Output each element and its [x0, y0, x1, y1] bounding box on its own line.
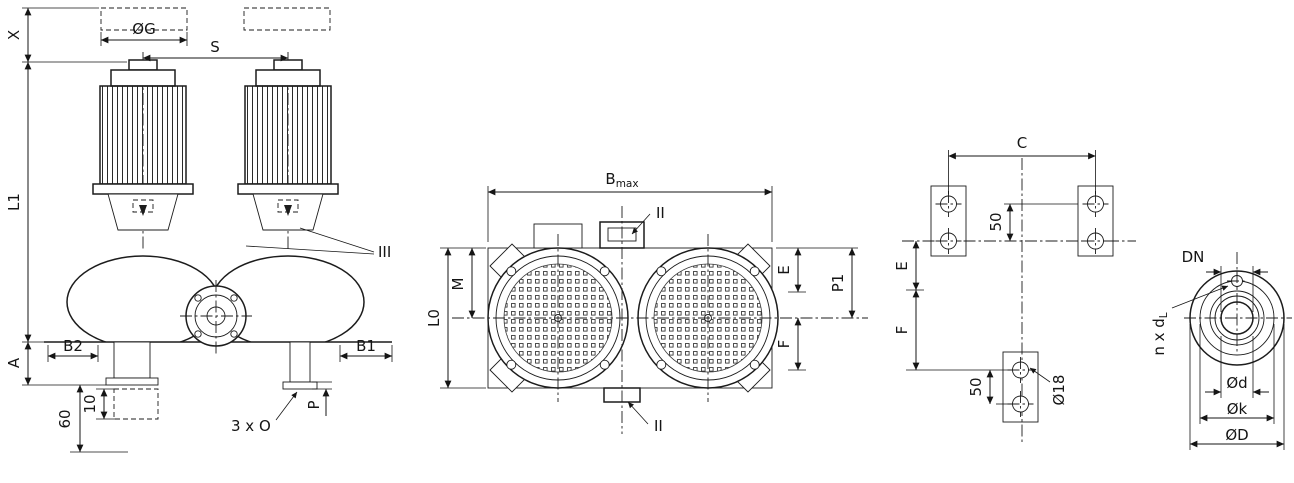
dim-c: C — [948, 134, 1096, 194]
dim-o18: Ø18 — [1029, 367, 1068, 406]
dim-label-f-plan: F — [775, 340, 793, 349]
dim-label-e-foundation: E — [893, 261, 911, 270]
dim-label-b1: B1 — [356, 337, 376, 355]
bolt-hole — [935, 190, 962, 218]
foundation-block-dashed — [113, 388, 159, 420]
dim-label-50-top: 50 — [987, 212, 1005, 231]
center-flange — [180, 280, 252, 354]
dim-e-plan: E — [775, 247, 858, 293]
dim-f-foundation: F — [893, 289, 1012, 371]
dim-l1: L1 — [5, 61, 44, 343]
dim-f-plan: F — [775, 317, 806, 371]
dim-og: ØG — [100, 20, 188, 46]
dim-label-c: C — [1017, 134, 1027, 152]
dim-x: X — [5, 7, 127, 63]
dim-b1: B1 — [339, 337, 393, 362]
dim-od-big: ØD — [1189, 324, 1285, 450]
dim-label-bmax-sub: max — [616, 178, 639, 190]
dim-10: 10 — [81, 388, 116, 420]
dim-label-od-big: ØD — [1225, 426, 1248, 444]
dim-label-bmax: Bmax — [605, 170, 638, 190]
drain-pipe — [289, 341, 311, 383]
dim-p: P — [305, 381, 332, 416]
dim-s: S — [142, 38, 289, 62]
dim-label-10: 10 — [81, 394, 99, 413]
suction-pipe — [113, 341, 151, 379]
suction-flange — [105, 377, 159, 386]
callout-ii-bottom: II — [627, 401, 663, 435]
view-flange: DN n x dL Ød Øk ØD — [1150, 248, 1292, 450]
pump-casings — [66, 255, 365, 342]
motor-right — [237, 59, 339, 231]
callout-label-iii: III — [378, 243, 391, 261]
dim-label-e-plan: E — [775, 265, 793, 274]
bolt-hole — [1082, 227, 1109, 255]
dim-label-ok: Øk — [1227, 400, 1248, 418]
dim-label-o18: Ø18 — [1050, 375, 1068, 406]
dim-ok: Øk — [1199, 324, 1275, 424]
dim-label-x: X — [5, 30, 23, 40]
dim-m: M — [449, 247, 476, 319]
dim-label-od-small: Ød — [1226, 374, 1247, 392]
bolt-hole — [1082, 190, 1109, 218]
dim-nxdl: n x dL — [1150, 285, 1229, 356]
dim-50-top: 50 — [987, 203, 1078, 242]
dim-l0: L0 — [425, 247, 486, 389]
dim-label-60: 60 — [56, 409, 74, 428]
motor-left — [92, 59, 194, 231]
dim-label-nxdl-sub: L — [1158, 312, 1170, 318]
dim-bmax: Bmax — [487, 170, 773, 242]
dim-e-foundation: E — [893, 240, 924, 291]
dim-label-og: ØG — [132, 20, 155, 38]
motor-variant-outline-left — [100, 7, 188, 31]
callout-label-ii-top: II — [656, 204, 665, 222]
dim-60: 60 — [56, 384, 128, 453]
callout-label-3xo: 3 x O — [231, 417, 271, 435]
dim-label-p: P — [305, 400, 323, 409]
dim-label-dn: DN — [1182, 248, 1205, 266]
bolt-hole — [935, 227, 962, 255]
dim-label-a: A — [5, 357, 23, 368]
callout-iii: III — [245, 227, 391, 261]
dim-50-bottom: 50 — [967, 369, 1012, 405]
view-plan: Bmax II II L0 M E F — [425, 170, 868, 435]
dim-b2: B2 — [47, 337, 99, 362]
dim-label-l0: L0 — [425, 309, 443, 327]
dim-a: A — [5, 341, 106, 386]
view-foundation-plan: C 50 E F 50 Ø18 — [893, 134, 1136, 444]
callout-ii-top: II — [631, 204, 665, 235]
dim-p1: P1 — [829, 247, 856, 319]
callout-3xo: 3 x O — [231, 391, 298, 435]
bracket-bottom — [1002, 351, 1039, 423]
dim-label-m: M — [449, 278, 467, 291]
view-side-elevation: X L1 A B2 B1 60 — [5, 7, 393, 453]
dim-label-l1: L1 — [5, 193, 23, 211]
dim-label-f-foundation: F — [893, 326, 911, 335]
motor-variant-outline-right — [243, 7, 331, 31]
drain-flange — [282, 381, 318, 390]
dim-label-50-bottom: 50 — [967, 377, 985, 396]
dim-label-nxdl: n x dL — [1150, 312, 1170, 355]
callout-label-ii-bottom: II — [654, 417, 663, 435]
dim-label-p1: P1 — [829, 274, 847, 293]
dim-od-small: Ød — [1205, 336, 1269, 398]
dim-label-bmax-base: B — [605, 170, 615, 188]
dim-label-nxdl-base: n x d — [1150, 318, 1168, 355]
flange-bolt-hole — [1227, 271, 1247, 291]
dim-label-b2: B2 — [63, 337, 83, 355]
dim-label-s: S — [210, 38, 220, 56]
